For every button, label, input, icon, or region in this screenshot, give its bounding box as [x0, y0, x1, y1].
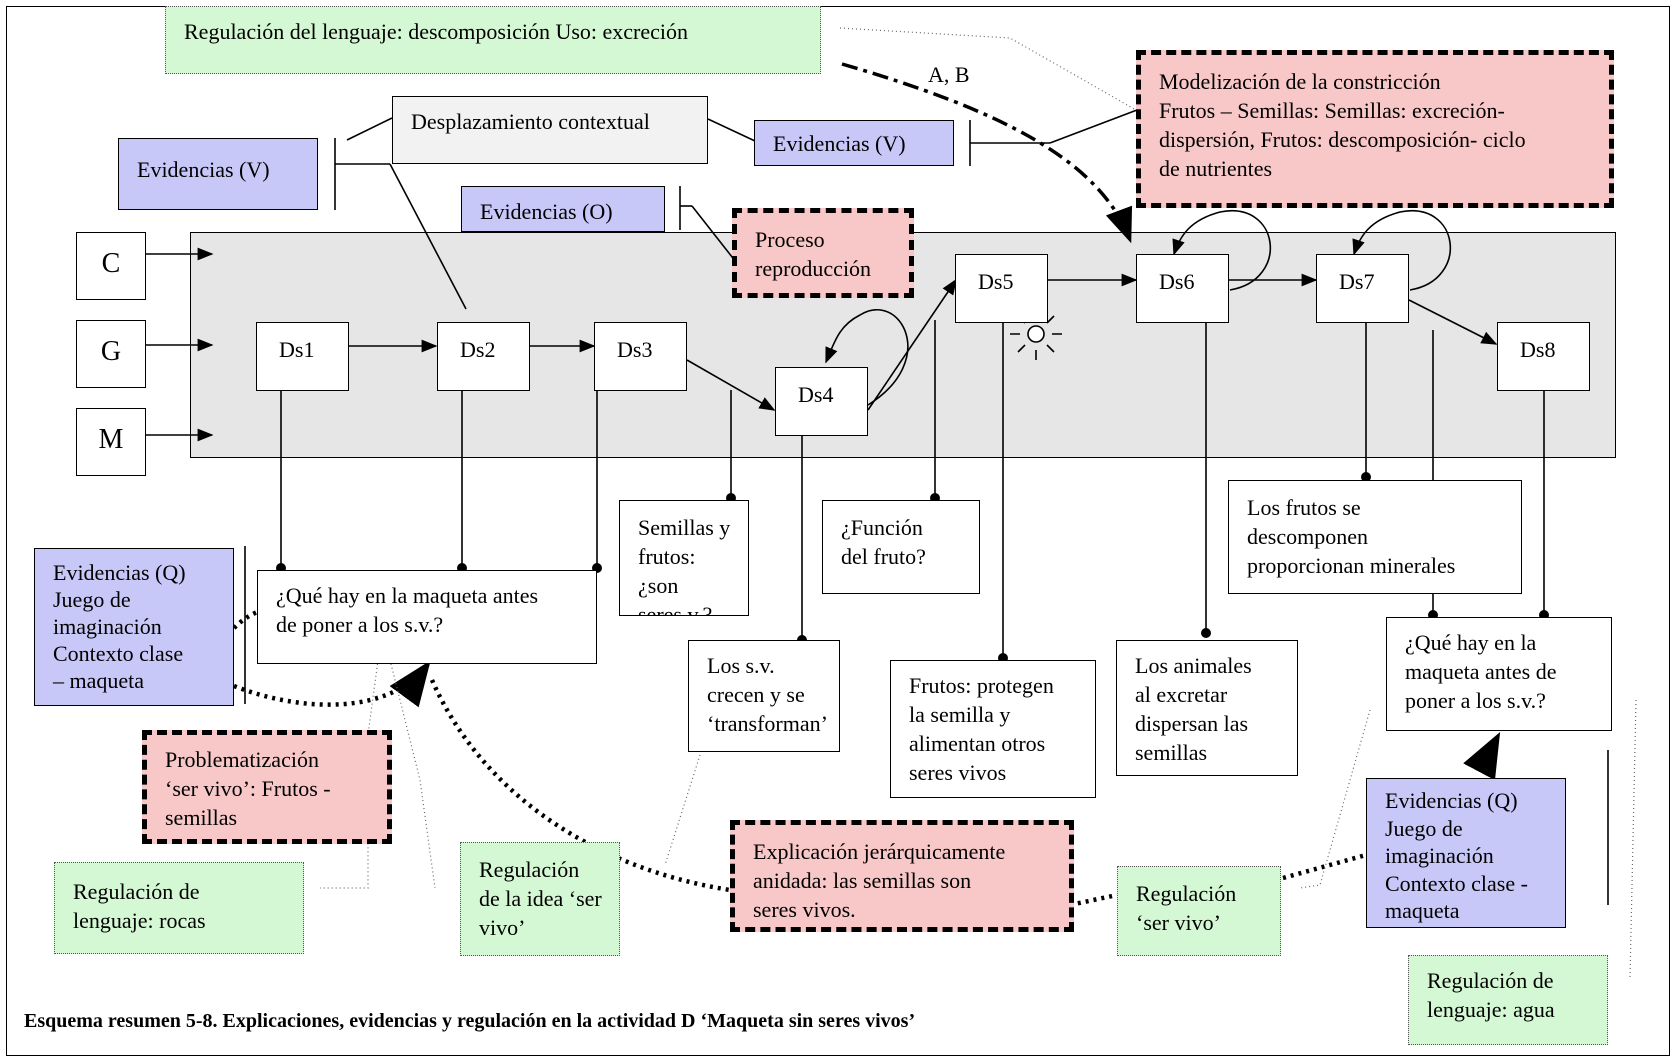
sv-crecen: Los s.v. crecen y se ‘transforman’	[688, 640, 840, 752]
node-ds5: Ds5	[955, 254, 1048, 323]
diagram-caption: Esquema resumen 5-8. Explicaciones, evid…	[24, 1010, 916, 1032]
node-ds7: Ds7	[1316, 254, 1409, 323]
node-ds6: Ds6	[1136, 254, 1229, 323]
desplazamiento-contextual: Desplazamiento contextual	[392, 96, 708, 164]
question-maqueta-right: ¿Qué hay en la maqueta antes de poner a …	[1386, 617, 1612, 731]
regulation-ser-vivo: Regulación ‘ser vivo’	[1117, 866, 1281, 956]
node-ds8: Ds8	[1497, 322, 1590, 391]
letter-g: G	[76, 320, 146, 388]
arrow-label-ab: A, B	[928, 62, 970, 87]
modelizacion-constriccion: Modelización de la constricción Frutos –…	[1136, 50, 1614, 208]
node-ds2: Ds2	[437, 322, 530, 391]
arrow-ds3-ds4	[686, 359, 776, 411]
frutos-descomponen: Los frutos se descomponen proporcionan m…	[1228, 480, 1522, 594]
loop-ds7	[1352, 209, 1452, 291]
explicacion-jerarquica: Explicación jerárquicamente anidada: las…	[730, 820, 1074, 932]
evidence-v-right: Evidencias (V)	[754, 120, 954, 166]
letter-m: M	[76, 408, 146, 476]
evidence-q-right: Evidencias (Q) Juego de imaginación Cont…	[1366, 778, 1566, 928]
regulation-excrecion: Regulación del lenguaje: descomposición …	[165, 6, 821, 74]
problematizacion-ser-vivo: Problematización ‘ser vivo’: Frutos - se…	[142, 730, 392, 844]
regulation-rocas: Regulación de lenguaje: rocas	[54, 862, 304, 954]
loop-ds6	[1172, 209, 1272, 291]
diagram-frame	[6, 6, 1670, 1056]
regulation-agua: Regulación de lenguaje: agua	[1408, 955, 1608, 1045]
evidence-v-left: Evidencias (V)	[118, 138, 318, 210]
node-ds1: Ds1	[256, 322, 349, 391]
evidence-o: Evidencias (O)	[461, 186, 665, 232]
evidence-q-left: Evidencias (Q) Juego de imaginación Cont…	[34, 548, 234, 706]
proceso-reproduccion: Proceso reproducción	[732, 208, 914, 298]
animales-excretar: Los animales al excretar dispersan las s…	[1116, 640, 1298, 776]
node-ds4: Ds4	[775, 367, 868, 436]
regulation-idea-ser-vivo: Regulación de la idea ‘ser vivo’	[460, 842, 620, 956]
semillas-frutos-question: Semillas y frutos: ¿son seres v.?	[619, 500, 749, 616]
frutos-protegen: Frutos: protegen la semilla y alimentan …	[890, 660, 1096, 798]
question-maqueta-left: ¿Qué hay en la maqueta antes de poner a …	[257, 570, 597, 664]
loop-ds4	[825, 308, 909, 406]
node-ds3: Ds3	[594, 322, 687, 391]
funcion-fruto-question: ¿Función del fruto?	[822, 500, 980, 594]
arrow-ds7-ds8	[1408, 299, 1498, 345]
arrow-ds4-ds5	[867, 278, 957, 411]
letter-c: C	[76, 232, 146, 300]
